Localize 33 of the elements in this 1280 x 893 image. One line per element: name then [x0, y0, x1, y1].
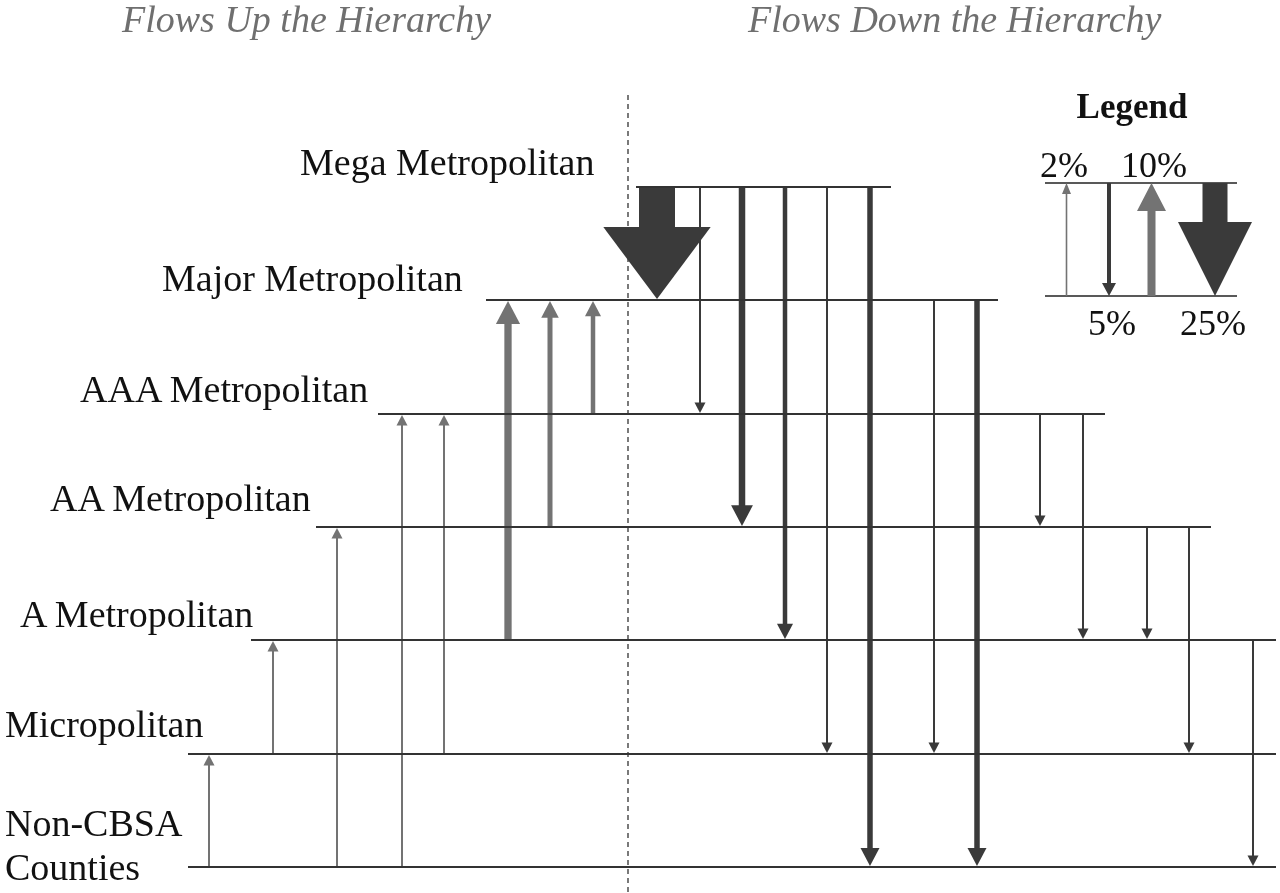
legend-title: Legend [1076, 87, 1188, 127]
level-label: AA Metropolitan [50, 476, 311, 520]
flow-arrow [1247, 640, 1259, 866]
flow-arrow [1034, 414, 1046, 526]
legend-label: 10% [1121, 145, 1187, 185]
section-heading: Flows Down the Hierarchy [748, 0, 1162, 38]
flow-arrow [438, 415, 450, 754]
flow-arrow [585, 301, 602, 413]
flow-arrow [967, 301, 987, 866]
flow-arrow [541, 301, 559, 526]
legend-label: 5% [1088, 303, 1136, 343]
flow-arrow [1183, 527, 1195, 753]
flow-arrow [821, 187, 833, 753]
flow-arrow [396, 415, 408, 867]
level-label: Major Metropolitan [162, 256, 463, 300]
flow-arrow [776, 188, 793, 639]
flow-arrow [694, 187, 706, 413]
flow-arrow [860, 188, 880, 866]
flow-arrow [928, 300, 940, 753]
level-label: Mega Metropolitan [300, 140, 595, 184]
level-label: AAA Metropolitan [80, 367, 369, 411]
flow-arrow [1077, 414, 1089, 639]
flow-arrow [603, 188, 711, 299]
level-label: Non-CBSA Counties [5, 801, 182, 889]
legend-label: 2% [1040, 145, 1088, 185]
flow-arrow [203, 755, 215, 867]
section-heading: Flows Up the Hierarchy [122, 0, 492, 38]
flow-arrow [267, 641, 279, 754]
level-label: Micropolitan [5, 702, 204, 746]
level-label: A Metropolitan [20, 592, 254, 636]
flow-arrow [1141, 527, 1153, 639]
legend-label: 25% [1180, 303, 1246, 343]
flow-arrow [331, 528, 343, 867]
